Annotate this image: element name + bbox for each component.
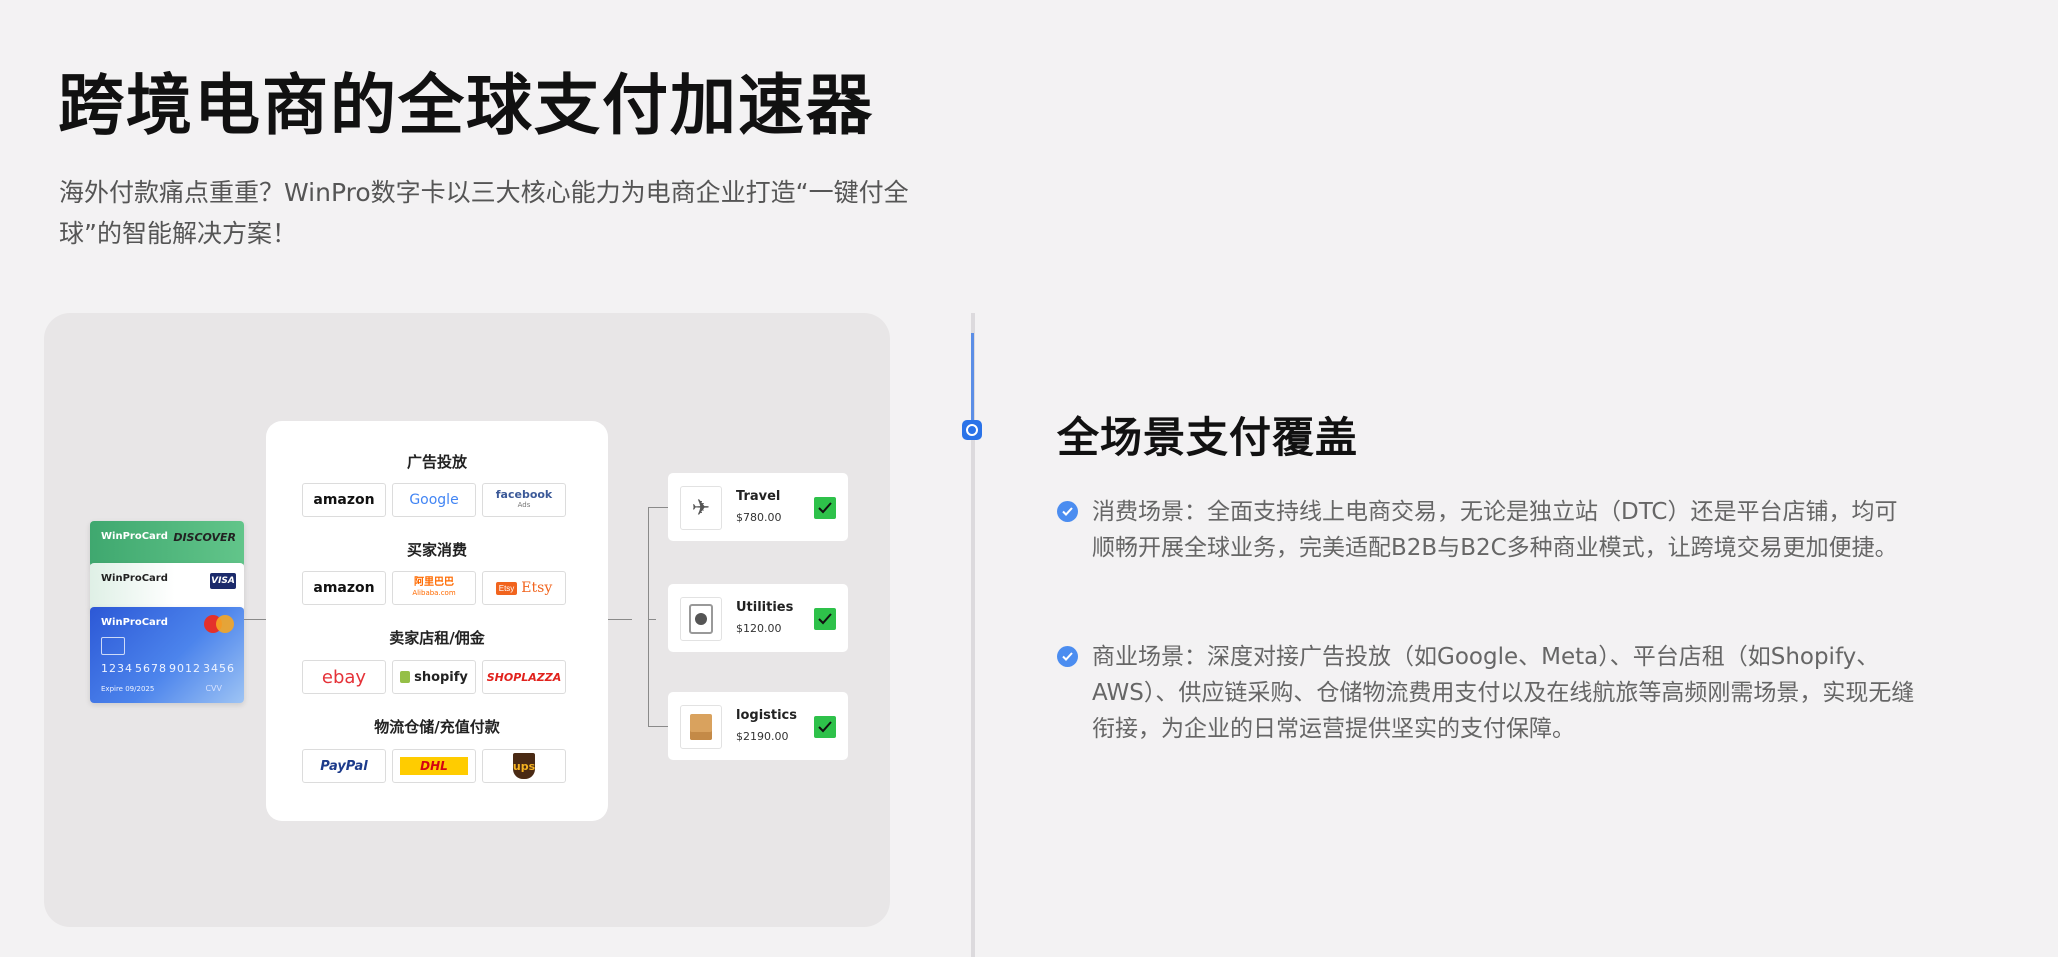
category-title: 广告投放 <box>406 453 467 471</box>
shoplazza-logo: SHOPLAZZA <box>482 660 566 694</box>
google-logo: Google <box>392 483 476 517</box>
stepper-track <box>971 313 975 957</box>
check-icon <box>814 716 836 738</box>
logo-row: PayPal DHL ups <box>302 749 566 783</box>
boxes-icon <box>680 705 722 749</box>
check-circle-icon <box>1057 646 1078 667</box>
connector-line <box>244 619 266 620</box>
card-number-group: 3456 <box>203 662 235 675</box>
scene-card-logistics: logistics $2190.00 <box>668 692 848 760</box>
connector-line <box>648 507 668 508</box>
washing-machine-icon <box>680 597 722 641</box>
card-cvv-label: CVV <box>205 684 222 693</box>
card-number: 1234 5678 9012 3456 <box>101 662 235 675</box>
logo-row: ebay shopify SHOPLAZZA <box>302 660 566 694</box>
card-brand: WinProCard <box>101 531 168 542</box>
stepper-progress <box>971 333 974 428</box>
check-icon <box>814 608 836 630</box>
card-chip-icon <box>101 637 125 655</box>
card-number-group: 1234 <box>101 662 133 675</box>
airplane-icon: ✈ <box>680 486 722 530</box>
mastercard-card: WinProCard 1234 5678 9012 3456 Expire 09… <box>90 607 244 703</box>
amazon-logo: amazon <box>302 483 386 517</box>
card-expiry-value: 09/2025 <box>125 685 155 693</box>
amazon-logo: amazon <box>302 571 386 605</box>
card-number-group: 5678 <box>135 662 167 675</box>
ups-logo: ups <box>482 749 566 783</box>
card-number-group: 9012 <box>169 662 201 675</box>
connector-line <box>648 726 668 727</box>
scene-name: Utilities <box>736 600 794 615</box>
visa-card: WinProCard VISA <box>90 563 244 611</box>
scene-name: logistics <box>736 708 798 723</box>
illustration-panel: WinProCard DISCOVER WinProCard VISA WinP… <box>44 313 890 927</box>
category-title: 物流仓储/充值付款 <box>374 718 500 736</box>
category-title: 买家消费 <box>406 541 467 559</box>
mastercard-logo-icon <box>204 615 236 633</box>
ebay-logo: ebay <box>302 660 386 694</box>
scene-amount: $2190.00 <box>736 730 789 743</box>
scene-amount: $780.00 <box>736 511 782 524</box>
card-brand: WinProCard <box>101 617 168 628</box>
check-icon <box>814 497 836 519</box>
discover-logo: DISCOVER <box>173 531 236 544</box>
dhl-logo: DHL <box>392 749 476 783</box>
paypal-logo: PayPal <box>302 749 386 783</box>
scene-name: Travel <box>736 489 781 504</box>
bullet-text: 消费场景：全面支持线上电商交易，无论是独立站（DTC）还是平台店铺，均可顺畅开展… <box>1092 499 1898 561</box>
scene-card-travel: ✈ Travel $780.00 <box>668 473 848 541</box>
stepper-marker-icon[interactable] <box>962 420 982 440</box>
shopify-logo: shopify <box>392 660 476 694</box>
connector-line <box>608 619 632 620</box>
card-expiry: Expire 09/2025 <box>101 685 154 693</box>
page-title: 跨境电商的全球支付加速器 <box>58 67 874 144</box>
feature-bullet: 商业场景：深度对接广告投放（如Google、Meta）、平台店租（如Shopif… <box>1057 639 1917 747</box>
card-expiry-label: Expire <box>101 685 123 693</box>
scene-card-utilities: Utilities $120.00 <box>668 584 848 652</box>
connector-line <box>648 619 656 620</box>
connector-line <box>648 507 649 727</box>
discover-card: WinProCard DISCOVER <box>90 521 244 567</box>
visa-logo: VISA <box>210 573 236 589</box>
card-brand: WinProCard <box>101 573 168 584</box>
check-circle-icon <box>1057 501 1078 522</box>
feature-bullet: 消费场景：全面支持线上电商交易，无论是独立站（DTC）还是平台店铺，均可顺畅开展… <box>1057 494 1917 566</box>
scene-amount: $120.00 <box>736 622 782 635</box>
category-title: 卖家店租/佣金 <box>389 629 485 647</box>
page-subtitle: 海外付款痛点重重？WinPro数字卡以三大核心能力为电商企业打造“一键付全球”的… <box>59 178 909 248</box>
section-title: 全场景支付覆盖 <box>1057 413 1359 462</box>
bullet-text: 商业场景：深度对接广告投放（如Google、Meta）、平台店租（如Shopif… <box>1092 644 1915 742</box>
